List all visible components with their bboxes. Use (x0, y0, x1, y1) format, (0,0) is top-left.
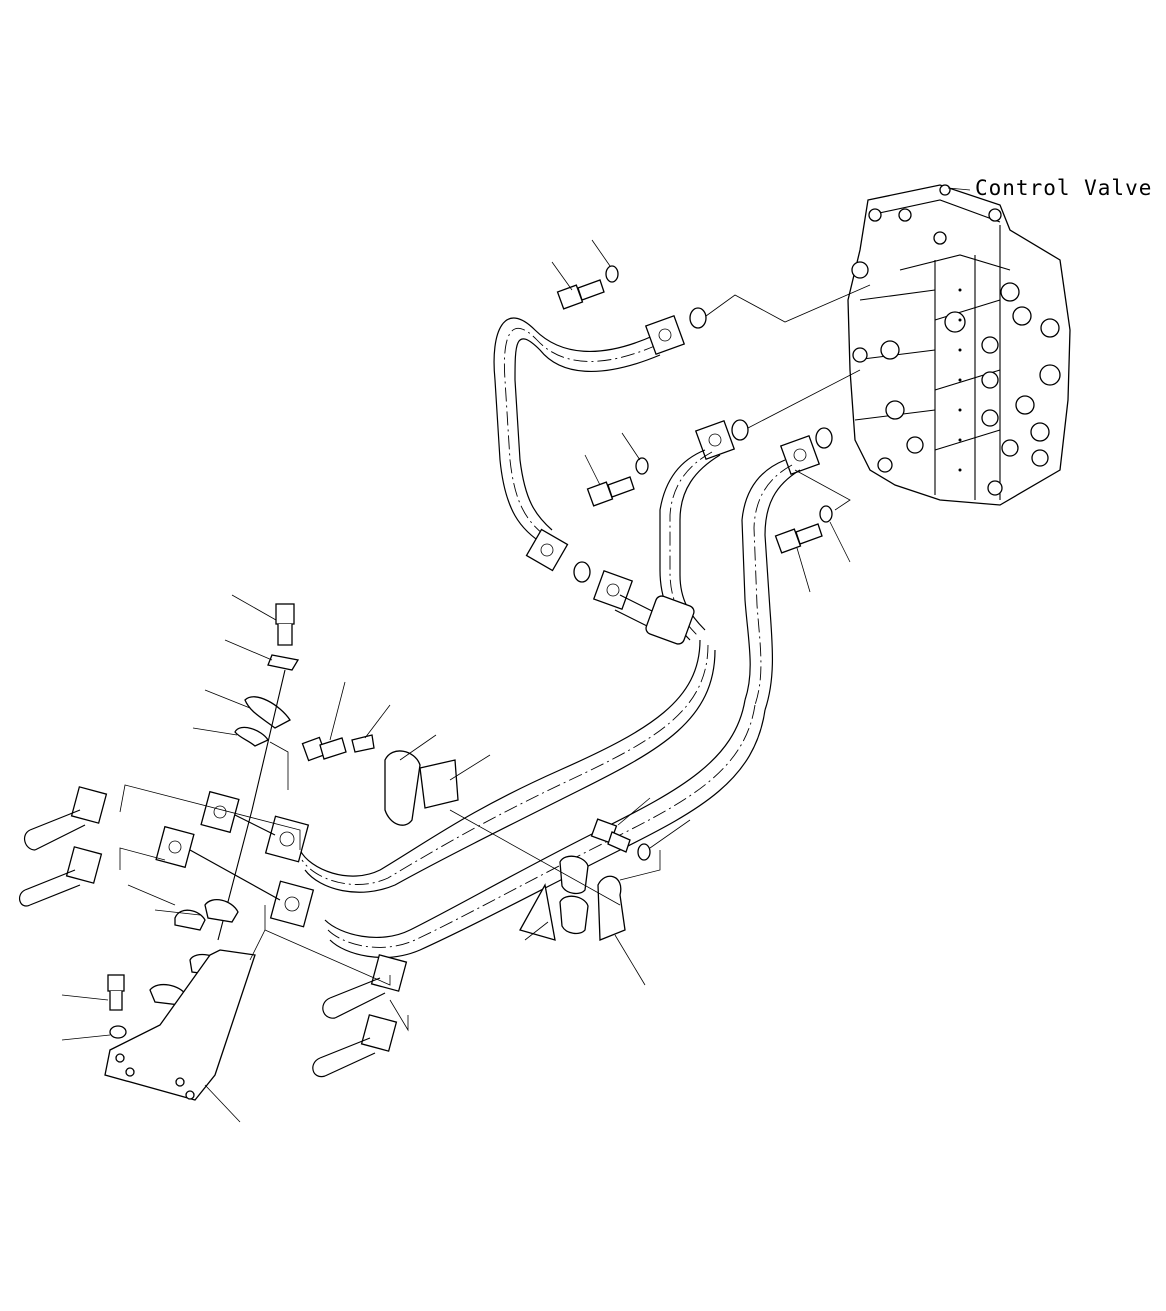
upper-loop-hose (493, 314, 686, 572)
control-valve-label: Control Valve (975, 176, 1152, 200)
o-rings (573, 284, 871, 583)
middle-bolt-and-washer (584, 432, 649, 507)
left-clamp-stack (192, 594, 300, 941)
clamp-bolt-and-washer (590, 797, 691, 861)
valve-spool-caps (851, 184, 1061, 496)
bracket-plate (104, 949, 256, 1123)
middle-hose-b (741, 434, 821, 711)
right-clamp-pair (519, 855, 646, 986)
tee-fitting (592, 569, 695, 645)
control-valve-leader (947, 187, 971, 191)
valve-port-holes (958, 288, 962, 472)
upper-bolt-and-washer (551, 239, 619, 310)
middle-clamp-stack (301, 681, 491, 826)
routing-lines (119, 469, 851, 1032)
control-valve-assembly (847, 184, 1071, 506)
bracket-bolt-and-washer (61, 974, 127, 1041)
right-bolt-and-washer (774, 505, 851, 593)
left-hose-stubs (18, 786, 408, 1078)
